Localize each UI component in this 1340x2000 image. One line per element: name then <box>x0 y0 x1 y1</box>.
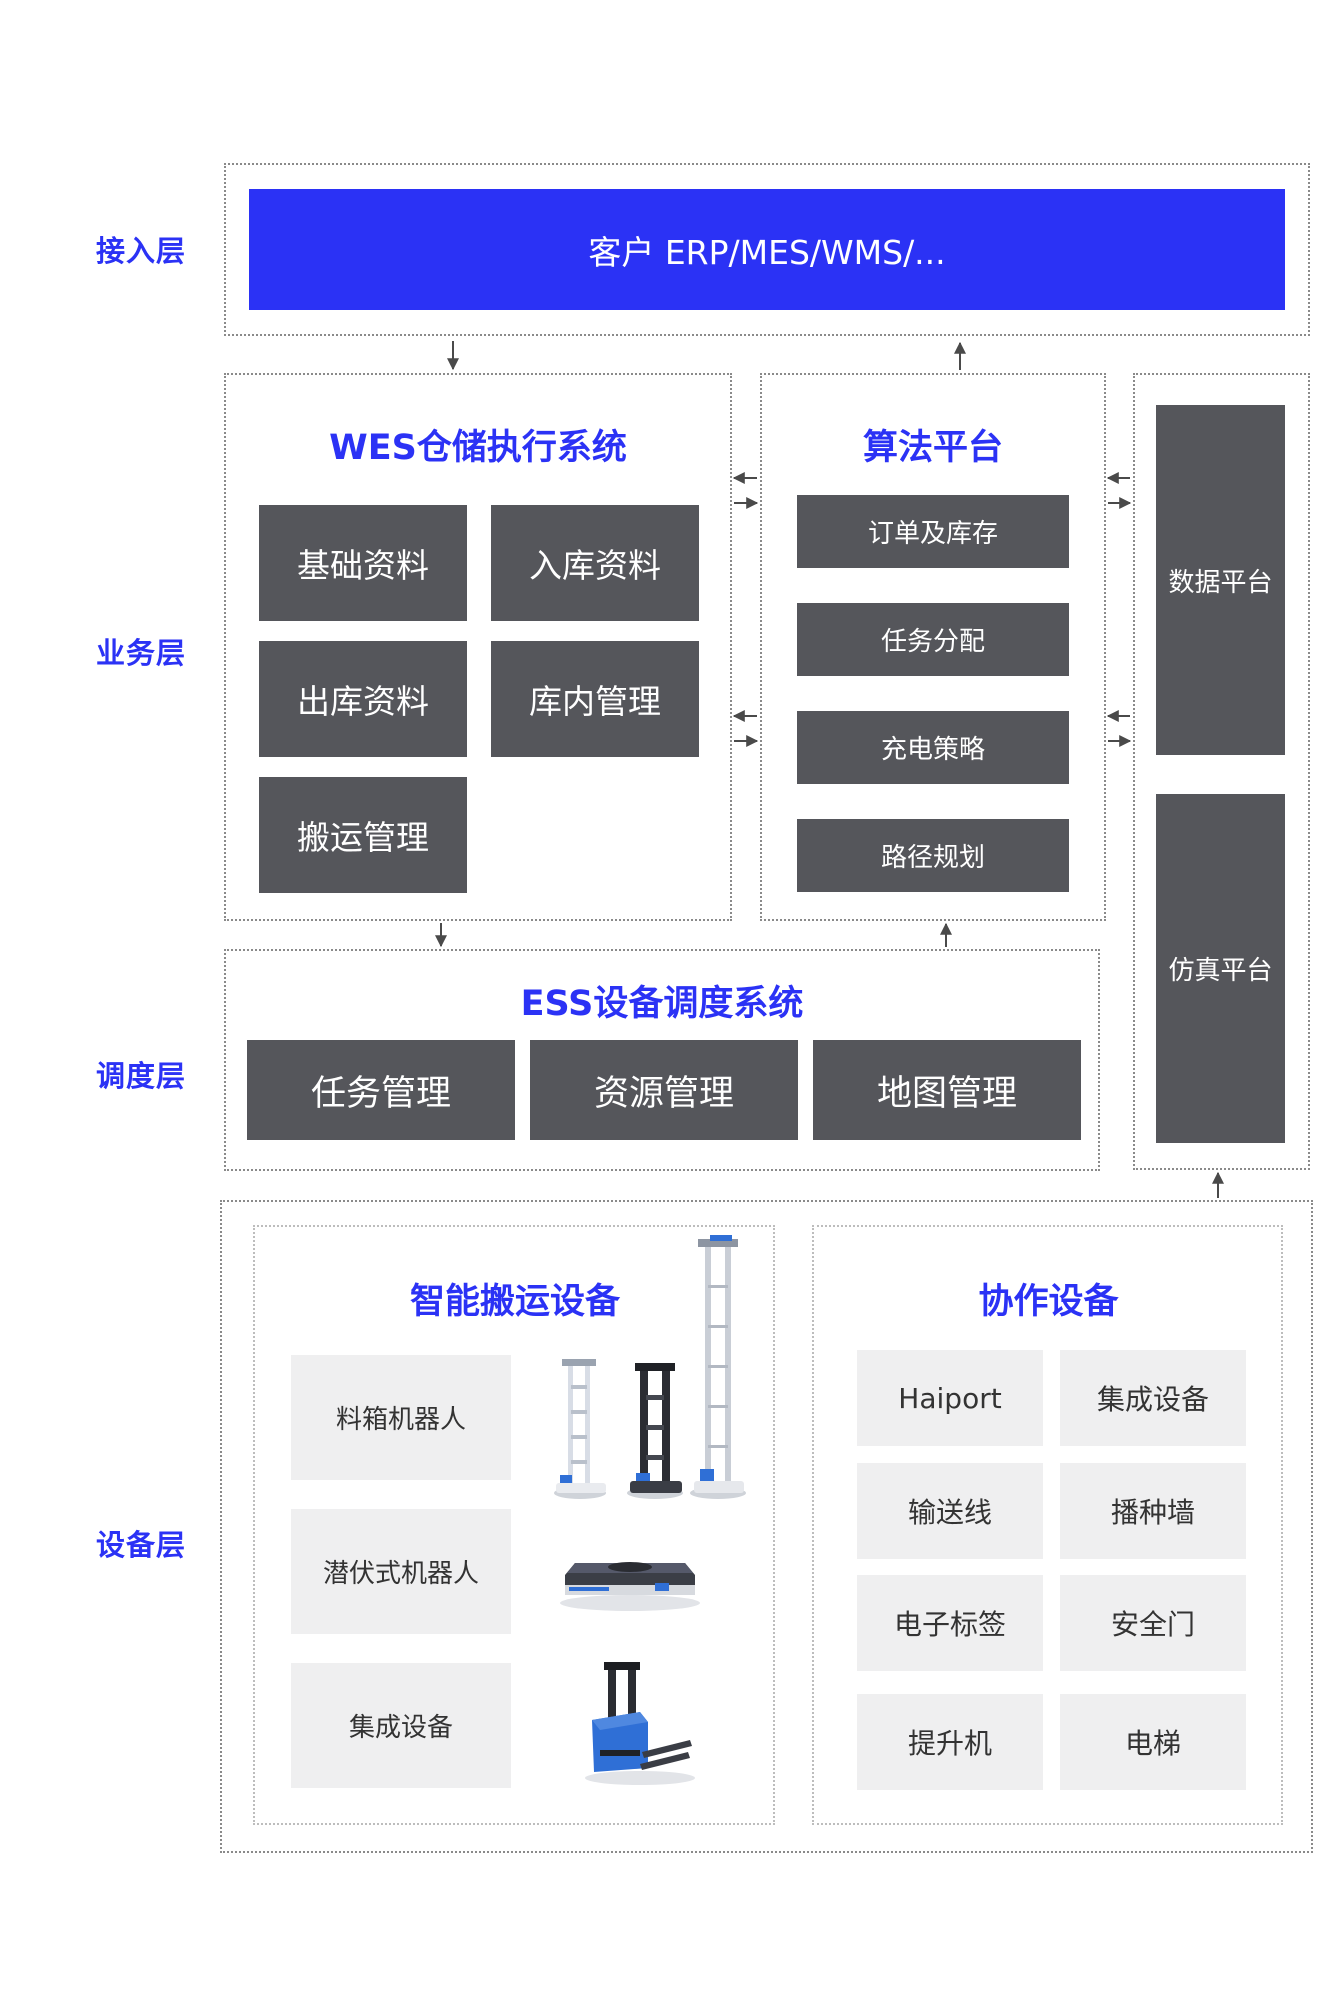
ess-frame: ESS设备调度系统 任务管理 资源管理 地图管理 <box>224 949 1100 1171</box>
wes-item-inventory-management: 库内管理 <box>491 641 699 757</box>
coop-item-elevator: 电梯 <box>1060 1694 1246 1790</box>
client-systems-box: 客户 ERP/MES/WMS/... <box>249 189 1285 310</box>
ess-item-map-management: 地图管理 <box>813 1040 1081 1140</box>
ess-title: ESS设备调度系统 <box>520 984 804 1024</box>
layer-label-business: 业务层 <box>96 636 187 670</box>
wes-item-basic-data: 基础资料 <box>259 505 467 621</box>
smart-handling-frame: 智能搬运设备 料箱机器人 潜伏式机器人 集成设备 <box>253 1225 775 1825</box>
coop-item-lift: 提升机 <box>857 1694 1043 1790</box>
algo-item-charging-strategy: 充电策略 <box>797 711 1069 784</box>
coop-item-safety-door: 安全门 <box>1060 1575 1246 1671</box>
algo-item-task-allocation: 任务分配 <box>797 603 1069 676</box>
algo-frame: 算法平台 订单及库存 任务分配 充电策略 路径规划 <box>760 373 1106 921</box>
access-layer-frame: 客户 ERP/MES/WMS/... <box>224 163 1310 336</box>
data-platform-box: 数据平台 <box>1156 405 1285 755</box>
ess-item-task-management: 任务管理 <box>247 1040 515 1140</box>
coop-item-integrated-equipment: 集成设备 <box>1060 1350 1246 1446</box>
forklift-robot-illustration <box>585 1662 695 1785</box>
wes-frame: WES仓储执行系统 基础资料 入库资料 出库资料 库内管理 搬运管理 <box>224 373 732 921</box>
coop-item-sorting-wall: 播种墙 <box>1060 1463 1246 1559</box>
layer-label-device: 设备层 <box>96 1528 187 1562</box>
bin-robot-illustration <box>554 1235 746 1499</box>
wes-item-handling-management: 搬运管理 <box>259 777 467 893</box>
layer-label-dispatch: 调度层 <box>96 1059 187 1093</box>
simulation-platform-box: 仿真平台 <box>1156 794 1285 1143</box>
wes-item-outbound-data: 出库资料 <box>259 641 467 757</box>
platforms-frame: 数据平台 仿真平台 <box>1133 373 1310 1170</box>
coop-item-haiport: Haiport <box>857 1350 1043 1446</box>
smart-handling-title: 智能搬运设备 <box>409 1282 620 1322</box>
smart-item-integrated-equipment: 集成设备 <box>291 1663 511 1788</box>
device-layer-frame <box>220 1200 1313 1853</box>
cooperative-title: 协作设备 <box>978 1282 1119 1322</box>
latent-robot-illustration <box>560 1562 700 1611</box>
coop-item-electronic-label: 电子标签 <box>857 1575 1043 1671</box>
coop-item-conveyor: 输送线 <box>857 1463 1043 1559</box>
layer-label-access: 接入层 <box>96 234 187 268</box>
wes-item-inbound-data: 入库资料 <box>491 505 699 621</box>
algo-item-path-planning: 路径规划 <box>797 819 1069 892</box>
smart-item-bin-robot: 料箱机器人 <box>291 1355 511 1480</box>
smart-item-latent-robot: 潜伏式机器人 <box>291 1509 511 1634</box>
algo-title: 算法平台 <box>862 428 1003 468</box>
cooperative-equipment-frame: 协作设备 Haiport 集成设备 输送线 播种墙 电子标签 安全门 提升机 电… <box>812 1225 1283 1825</box>
ess-item-resource-management: 资源管理 <box>530 1040 798 1140</box>
algo-item-order-inventory: 订单及库存 <box>797 495 1069 568</box>
wes-title: WES仓储执行系统 <box>329 428 627 468</box>
